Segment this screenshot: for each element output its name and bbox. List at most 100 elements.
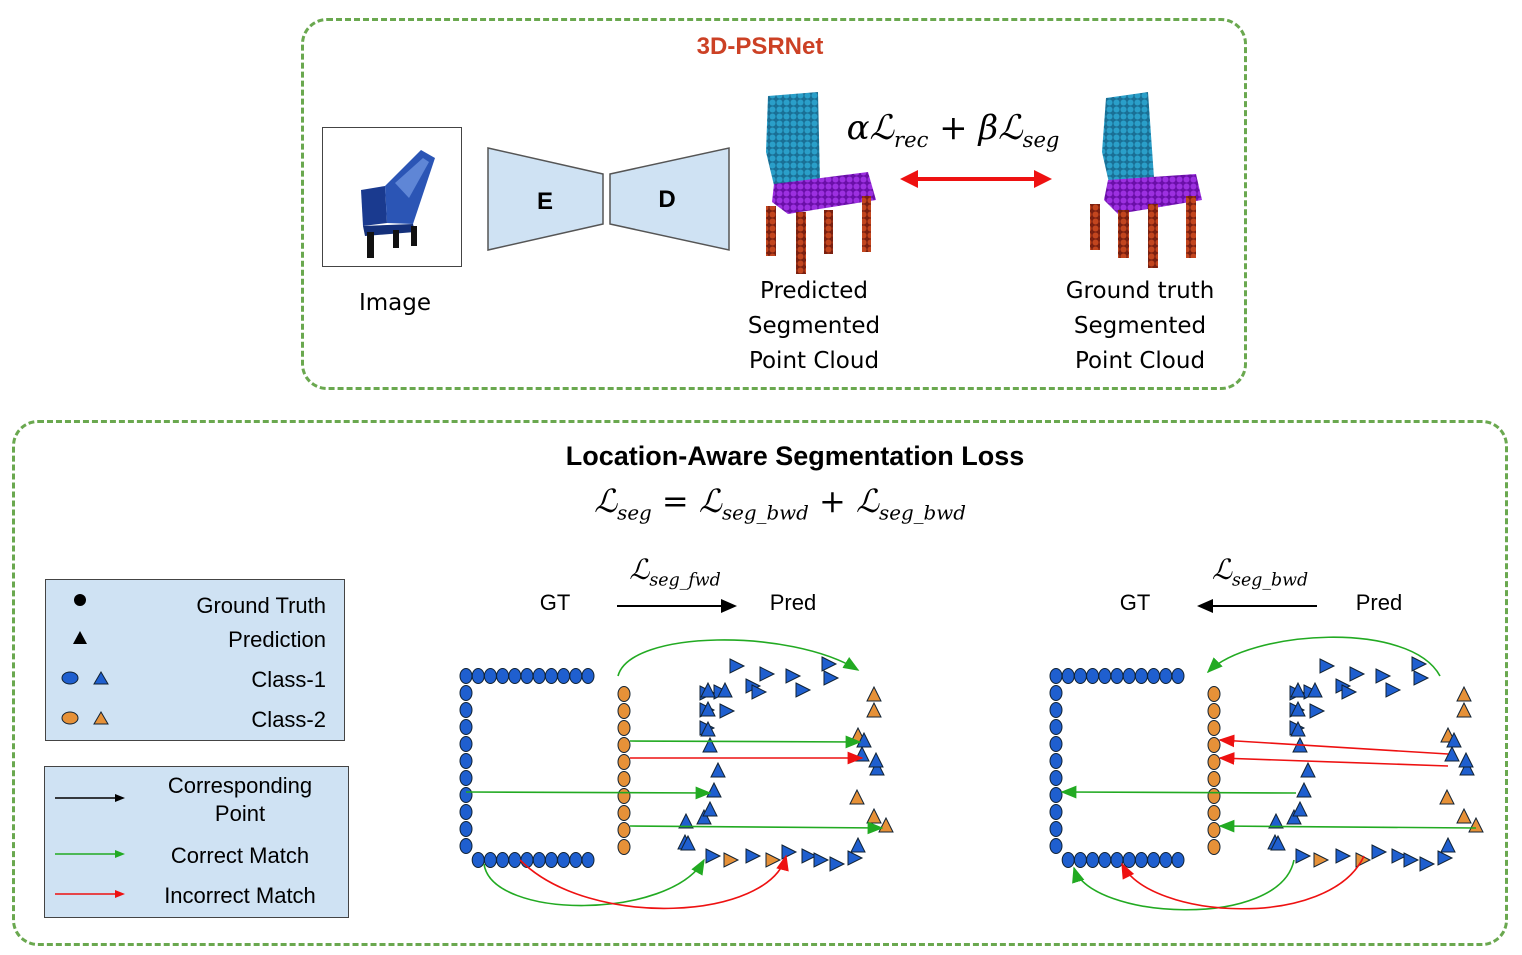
match-arrow: [1206, 636, 1441, 677]
legend-incorrect: Incorrect Match: [164, 883, 316, 908]
match-arrow: [617, 639, 860, 677]
legend-class1: Class-1: [251, 667, 326, 692]
bottom-panel: [12, 420, 1508, 946]
gt-point: [581, 852, 595, 868]
predicted-point-cloud: [766, 92, 876, 274]
gt-point: [1073, 852, 1087, 868]
pred-point: [729, 658, 746, 674]
legend-correct: Correct Match: [170, 843, 310, 868]
gt-point: [508, 852, 522, 868]
pred-point: [1375, 668, 1392, 684]
gt-point: [459, 787, 473, 803]
pred-point: [717, 681, 733, 698]
pred-point: [1440, 836, 1456, 853]
gt-point: [617, 805, 631, 821]
gt-point: [617, 822, 631, 838]
gt-point: [617, 771, 631, 787]
pred-point: [1349, 666, 1366, 682]
gt-point: [459, 668, 473, 684]
class1-triangle-icon: [93, 671, 109, 685]
pred-point: [1290, 700, 1306, 717]
pred-point: [678, 812, 694, 829]
gt-point: [569, 852, 583, 868]
pred-point: [854, 745, 870, 762]
gt-point: [459, 702, 473, 718]
legend-corresponding-line1: Corresponding: [167, 773, 313, 798]
gt-point: [1098, 852, 1112, 868]
pred-point: [745, 848, 762, 864]
gt-point: [459, 719, 473, 735]
gt-point: [557, 668, 571, 684]
match-arrow: [519, 854, 789, 910]
match-arrow: [1218, 819, 1477, 833]
gt-point: [508, 668, 522, 684]
gt-point: [617, 703, 631, 719]
gt-circle-icon: [74, 594, 86, 606]
right-gt-label: GT: [1119, 590, 1151, 615]
ground-truth-label-line1: Ground truth: [1065, 278, 1215, 304]
pred-point: [847, 850, 864, 866]
pred-point: [829, 856, 846, 872]
gt-point: [1207, 839, 1221, 855]
gt-point: [1049, 702, 1063, 718]
pred-point: [1371, 844, 1388, 860]
pred-point: [700, 700, 716, 717]
predicted-label-line2: Segmented: [747, 313, 881, 339]
pred-point: [849, 788, 865, 805]
legend-ground-truth: Ground Truth: [196, 593, 326, 618]
pred-point: [719, 703, 736, 719]
ground-truth-label: Ground truth Segmented Point Cloud: [1040, 274, 1240, 379]
pred-point: [1290, 720, 1306, 737]
match-arrow: [1218, 752, 1449, 767]
pred-point: [765, 852, 782, 868]
left-pred-label: Pred: [769, 590, 817, 615]
gt-point: [1159, 668, 1173, 684]
gt-point: [1207, 788, 1221, 804]
legend-prediction: Prediction: [228, 627, 326, 652]
gt-point: [459, 770, 473, 786]
gt-point: [1134, 668, 1148, 684]
gt-point: [459, 821, 473, 837]
pred-point: [700, 720, 716, 737]
seat-points: [772, 172, 876, 214]
pred-point: [702, 800, 718, 817]
gt-point: [1049, 787, 1063, 803]
gt-point: [459, 838, 473, 854]
pred-point: [821, 656, 838, 672]
image-label: Image: [358, 290, 432, 316]
predicted-label: Predicted Segmented Point Cloud: [714, 274, 914, 379]
ground-truth-label-line3: Point Cloud: [1074, 348, 1206, 374]
gt-point: [1098, 668, 1112, 684]
backward-loss-label: ℒseg_bwd: [1211, 553, 1309, 591]
decoder-shape: [609, 147, 730, 251]
pred-point: [706, 781, 722, 798]
pred-point: [1446, 731, 1462, 748]
segmentation-loss-formula: ℒseg = ℒseg_bwd + ℒseg_bwd: [594, 482, 966, 525]
gt-point: [532, 668, 546, 684]
correct-arrow-icon: [115, 850, 125, 858]
gt-point: [1049, 668, 1063, 684]
pred-point: [723, 852, 740, 868]
gt-point: [1110, 852, 1124, 868]
gt-point: [1073, 668, 1087, 684]
match-arrow: [629, 735, 862, 749]
pred-point: [823, 670, 840, 686]
pred-point: [1268, 812, 1284, 829]
legend-shapes: Ground Truth Prediction Class-1 Class-2: [45, 579, 345, 741]
gt-point: [1061, 668, 1075, 684]
encoder-shape: [487, 147, 604, 251]
match-arrow: [1121, 855, 1365, 910]
pred-point: [1290, 681, 1306, 698]
gt-point: [617, 788, 631, 804]
leg-points: [766, 206, 776, 256]
legend-corresponding: Corresponding Point: [145, 772, 335, 828]
backward-matching-diagram: [1049, 636, 1484, 911]
pred-point: [1456, 807, 1472, 824]
gt-point: [1207, 771, 1221, 787]
gt-point: [617, 686, 631, 702]
pred-point: [850, 836, 866, 853]
gt-point: [1207, 754, 1221, 770]
left-gt-label: GT: [539, 590, 571, 615]
gt-point: [496, 668, 510, 684]
reconstruction-loss-formula: αℒrec + βℒseg: [846, 108, 1060, 152]
